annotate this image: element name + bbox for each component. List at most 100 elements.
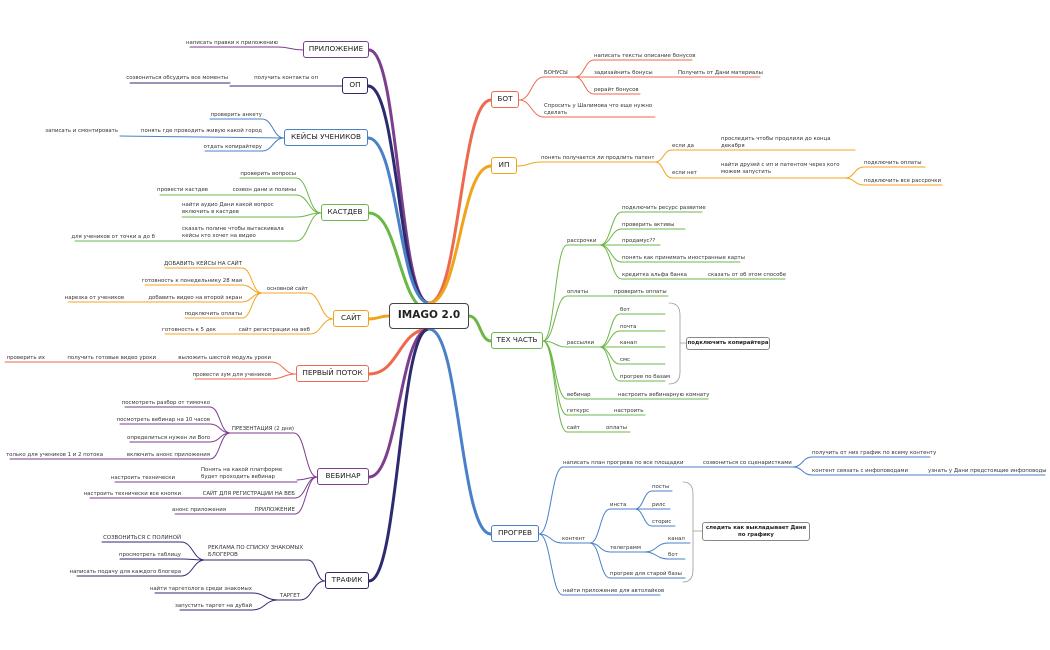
- bot-bonus-3[interactable]: рерайт бонусов: [594, 87, 639, 93]
- webinar-pres-1[interactable]: посмотреть разбор от тимочко: [121, 400, 210, 406]
- warmup-tg-channel[interactable]: канал: [668, 536, 685, 542]
- topic-tech[interactable]: ТЕХ ЧАСТЬ: [491, 332, 543, 349]
- first-item-2[interactable]: провести зум для учеников: [192, 372, 271, 378]
- first-item-1a[interactable]: получить готовые видео уроки: [67, 355, 156, 361]
- bot-bonuses[interactable]: БОНУСЫ: [544, 70, 568, 76]
- tech-payments[interactable]: оплаты: [567, 289, 588, 295]
- first-item-1b[interactable]: проверить их: [6, 355, 45, 361]
- traffic-target[interactable]: ТАРГЕТ: [279, 593, 300, 599]
- site-main-3-sub[interactable]: нарезка от учеников: [64, 295, 124, 301]
- tech-inst-3[interactable]: продамус??: [622, 238, 656, 244]
- bot-bonus-2-sub[interactable]: Получить от Дани материалы: [678, 70, 763, 76]
- warmup-content[interactable]: контент: [562, 536, 586, 542]
- warmup-call-2[interactable]: контент связать с инфоповодами: [812, 468, 909, 474]
- topic-op[interactable]: ОП: [342, 77, 368, 94]
- tech-mailing-bot[interactable]: бот: [620, 307, 630, 313]
- topic-bot[interactable]: БОТ: [491, 91, 519, 108]
- tech-mailing-mail[interactable]: почта: [620, 324, 637, 330]
- site-registration-sub[interactable]: готовность к 5 дек: [162, 327, 216, 333]
- cases-item-2[interactable]: понять где проводить живую какой город: [140, 128, 262, 134]
- warmup-plan[interactable]: написать план прогрева по все площадки: [563, 460, 684, 466]
- ip-no[interactable]: если нет: [672, 170, 697, 176]
- tech-inst-2[interactable]: проверить активы: [622, 222, 675, 228]
- ip-no-sub[interactable]: найти друзей с ип и патентом через кого …: [721, 162, 840, 175]
- webinar-platform[interactable]: Понять на какой платформе будет проходит…: [201, 467, 283, 480]
- webinar-presentation[interactable]: ПРЕЗЕНТАЦИЯ (2 дня): [231, 426, 294, 432]
- warmup-ig-reels[interactable]: рилс: [652, 502, 666, 508]
- topic-webinar[interactable]: ВЕБИНАР: [317, 468, 369, 485]
- castdev-item-4-sub[interactable]: для учеников от точки а до б: [71, 234, 155, 240]
- traffic-ads-2[interactable]: просмотреть таблицу: [118, 552, 181, 558]
- webinar-pres-4-sub[interactable]: только для учеников 1 и 2 потока: [6, 452, 103, 458]
- ip-no-2[interactable]: подключить все рассрочки: [864, 178, 941, 184]
- webinar-pres-4[interactable]: включить анонс приложения: [126, 452, 210, 458]
- warmup-call-2-sub[interactable]: узнать у Дани предстоящие инфоповоды: [928, 468, 1047, 474]
- topic-castdev[interactable]: КАСТДЕВ: [321, 204, 369, 221]
- topic-site[interactable]: САЙТ: [333, 310, 369, 327]
- op-item[interactable]: получить контакты оп: [254, 75, 318, 81]
- topic-traffic[interactable]: ТРАФИК: [325, 572, 369, 589]
- ip-yes-sub[interactable]: проследить чтобы продлили до конца декаб…: [721, 136, 831, 149]
- webinar-platform-sub[interactable]: настроить технически: [110, 475, 175, 481]
- cases-item-2-sub[interactable]: записать и смонтировать: [45, 128, 118, 134]
- traffic-target-2[interactable]: запустить таргет на дубай: [175, 603, 252, 609]
- tech-mailing-channel[interactable]: канал: [620, 340, 637, 346]
- webinar-pres-3[interactable]: определиться нужен ли Boro: [127, 435, 210, 441]
- warmup-tg-bot[interactable]: бот: [668, 552, 678, 558]
- traffic-ads-1[interactable]: СОЗВОНИТЬСЯ С ПОЛИНОЙ: [103, 535, 181, 541]
- tech-payments-sub[interactable]: проверить оплаты: [614, 289, 667, 295]
- webinar-pres-2[interactable]: посмотреть вебинар на 10 часов: [116, 417, 210, 423]
- warmup-call[interactable]: созвониться со сценаристками: [703, 460, 792, 466]
- warmup-ig-stories[interactable]: сторис: [652, 519, 672, 525]
- castdev-item-4[interactable]: сказать полине чтобы вытаскивала кейсы к…: [182, 226, 284, 239]
- first-item-1[interactable]: выложить шестой модуль уроки: [178, 355, 271, 361]
- tech-webinar[interactable]: вебинар: [567, 392, 591, 398]
- bot-question[interactable]: Спросить у Шалимова что еще нужно сделат…: [544, 103, 653, 116]
- site-main-1[interactable]: ДОБАВИТЬ КЕЙСЫ НА САЙТ: [163, 261, 242, 267]
- central-topic[interactable]: IMAGO 2.0: [389, 303, 469, 329]
- webinar-app-sub[interactable]: анонс приложения: [172, 507, 226, 513]
- topic-app[interactable]: ПРИЛОЖЕНИЕ: [303, 41, 369, 58]
- tech-site[interactable]: сайт: [567, 425, 580, 431]
- tech-inst-5[interactable]: кредитка альфа банка: [622, 272, 687, 278]
- tech-inst-4[interactable]: понять как принимать иностранные карты: [622, 255, 745, 261]
- traffic-target-1[interactable]: найти таргетолога среди знакомых: [149, 586, 252, 592]
- castdev-item-3[interactable]: найти аудио Дани какой вопрос включить в…: [182, 202, 274, 215]
- traffic-ads-3[interactable]: написать подачу для каждого блогера: [69, 569, 181, 575]
- topic-ip[interactable]: ИП: [491, 157, 517, 174]
- site-main-4[interactable]: подключить оплаты: [184, 311, 242, 317]
- site-main[interactable]: основной сайт: [266, 286, 308, 292]
- warmup-call-1[interactable]: получить от них график по всему контенту: [812, 450, 937, 456]
- warmup-insta[interactable]: инста: [610, 502, 627, 508]
- site-main-2[interactable]: готовность к понедельнику 28 мая: [141, 278, 242, 284]
- bot-bonus-1[interactable]: написать тексты описание бонусов: [594, 53, 696, 59]
- tech-webinar-sub[interactable]: настроить вебинарную комнату: [618, 392, 710, 398]
- webinar-registration[interactable]: САЙТ ДЛЯ РЕГИСТРАЦИИ НА ВЕБ: [202, 491, 295, 497]
- traffic-ads[interactable]: РЕКЛАМА ПО СПИСКУ ЗНАКОМЫХ БЛОГЕРОВ: [208, 545, 304, 558]
- warmup-old-base[interactable]: прогрев для старой базы: [610, 571, 682, 577]
- tech-inst-1[interactable]: подключить ресурс развитие: [622, 205, 706, 211]
- tech-site-sub[interactable]: оплаты: [606, 425, 627, 431]
- app-item[interactable]: написать правки к приложению: [186, 40, 278, 46]
- warmup-ig-posts[interactable]: посты: [652, 484, 670, 490]
- site-registration[interactable]: сайт регистрации на веб: [238, 327, 310, 333]
- ip-yes[interactable]: если да: [672, 143, 694, 149]
- tech-getcourse[interactable]: геткурс: [567, 408, 590, 414]
- cases-item-3[interactable]: отдать копирайтеру: [203, 144, 262, 150]
- castdev-item-1[interactable]: проверить вопросы: [240, 171, 296, 177]
- warmup-autolike-app[interactable]: найти приложение для автолайков: [563, 588, 665, 594]
- warmup-note[interactable]: следить как выкладывает Даня по графику: [702, 522, 810, 541]
- ip-question[interactable]: понять получается ли продлить патент: [541, 155, 655, 161]
- webinar-app[interactable]: ПРИЛОЖЕНИЕ: [254, 507, 295, 513]
- op-subitem[interactable]: созвониться обсудить все моменты: [126, 75, 228, 81]
- tech-getcourse-sub[interactable]: настроить: [614, 408, 644, 414]
- tech-mailings[interactable]: рассылки: [567, 340, 595, 346]
- warmup-telegram[interactable]: телеграмм: [610, 545, 641, 551]
- topic-first-stream[interactable]: ПЕРВЫЙ ПОТОК: [296, 365, 369, 382]
- tech-installments[interactable]: рассрочки: [567, 238, 597, 244]
- tech-mailing-base[interactable]: прогрев по базам: [620, 374, 671, 380]
- tech-inst-5-sub[interactable]: сказать от об этом способе: [708, 272, 787, 278]
- site-main-3[interactable]: добавить видео на второй экран: [148, 295, 242, 301]
- tech-mailing-note[interactable]: подключить копирайтера: [686, 337, 770, 350]
- webinar-registration-sub[interactable]: настроить технически все кнопки: [83, 491, 181, 497]
